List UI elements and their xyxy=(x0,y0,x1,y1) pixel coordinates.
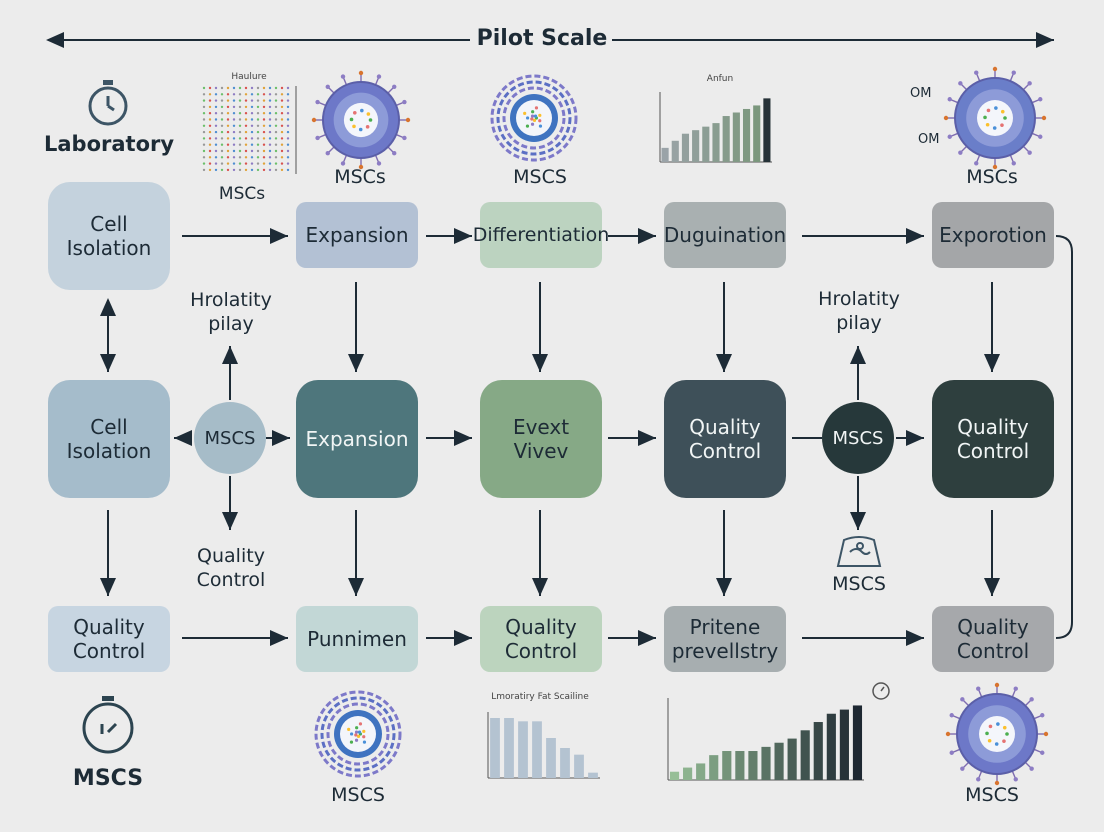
annotation-quality-control-left: Quality Control xyxy=(196,545,266,591)
cell-illustration-5 xyxy=(945,682,1049,786)
node-quality-control-right: Quality Control xyxy=(932,380,1054,498)
annotation-hrolatity-right: Hrolatity pilay xyxy=(818,288,900,334)
bar xyxy=(683,767,693,780)
dots-panel-title: Haulure xyxy=(231,72,267,82)
bar xyxy=(800,730,810,780)
cell-illustration-3 xyxy=(943,66,1047,170)
bottom-bar-chart-2 xyxy=(667,698,864,781)
bar xyxy=(696,763,706,780)
node-pritene-prevellstry: Pritene prevellstry xyxy=(664,606,786,672)
cell-illustration-2 xyxy=(490,74,578,162)
bar xyxy=(546,738,556,778)
bottom-bar-chart-1 xyxy=(487,712,600,779)
bar xyxy=(504,718,514,778)
bar xyxy=(671,140,679,162)
om-label-2: OM xyxy=(918,132,940,147)
bar xyxy=(761,746,771,780)
cell-illustration-1 xyxy=(311,70,411,170)
bar xyxy=(735,751,745,780)
bar xyxy=(574,754,584,778)
bar xyxy=(722,116,730,162)
pilot-scale-title: Pilot Scale xyxy=(476,26,608,51)
bar xyxy=(661,147,669,162)
clock-icon xyxy=(872,682,890,700)
bar xyxy=(742,108,751,162)
bar xyxy=(839,709,849,780)
bottom-left-mscs-label: MSCS xyxy=(72,766,144,791)
hands-icon xyxy=(836,536,882,567)
node-exporotion: Exporotion xyxy=(932,202,1054,268)
hub-mscs-left: MSCS xyxy=(194,402,266,474)
cell-caption-2: MSCS xyxy=(513,166,567,188)
annotation-mscs-right: MSCS xyxy=(832,573,886,595)
cell-illustration-4 xyxy=(314,690,402,778)
dots-panel xyxy=(202,86,297,174)
bar xyxy=(518,721,528,778)
bar xyxy=(532,721,542,778)
cell-caption-1: MSCs xyxy=(334,166,386,188)
bar xyxy=(702,126,710,162)
om-label-1: OM xyxy=(910,86,932,101)
stopwatch-icon xyxy=(88,80,128,126)
bar xyxy=(560,748,570,778)
bar xyxy=(763,98,771,162)
bar xyxy=(490,718,500,778)
bar xyxy=(787,738,797,780)
bar xyxy=(588,772,598,778)
node-punnimen: Punnimen xyxy=(296,606,418,672)
top-bar-chart xyxy=(659,92,772,163)
bar xyxy=(753,105,761,162)
bar xyxy=(709,755,719,780)
node-quality-control-bottom-left: Quality Control xyxy=(48,606,170,672)
top-chart-title: Anfun xyxy=(706,74,734,84)
timer-icon xyxy=(82,696,134,754)
node-expansion-top: Expansion xyxy=(296,202,418,268)
node-cell-isolation-top: Cell Isolation xyxy=(48,182,170,290)
node-quality-control-bottom-center: Quality Control xyxy=(480,606,602,672)
dots-panel-caption: MSCs xyxy=(218,184,266,204)
cell-caption-3: MSCs xyxy=(966,166,1018,188)
annotation-hrolatity-left: Hrolatity pilay xyxy=(190,289,272,335)
cell-caption-4: MSCS xyxy=(331,784,385,806)
bar xyxy=(712,123,720,162)
laboratory-label: Laboratory xyxy=(44,132,175,156)
bar xyxy=(732,112,740,162)
node-quality-control-middle: Quality Control xyxy=(664,380,786,498)
bar xyxy=(681,133,690,162)
node-duguination: Duguination xyxy=(664,202,786,268)
bar xyxy=(774,742,784,780)
bar xyxy=(692,130,700,162)
node-quality-control-bottom-right: Quality Control xyxy=(932,606,1054,672)
node-evext-vivev: Evext Vivev xyxy=(480,380,602,498)
bar xyxy=(669,771,680,780)
bar xyxy=(748,751,758,780)
hub-mscs-right: MSCS xyxy=(822,402,894,474)
node-expansion-middle: Expansion xyxy=(296,380,418,498)
bar xyxy=(722,751,732,780)
node-differentiation: Differentiation xyxy=(473,202,609,268)
bar xyxy=(826,713,836,780)
bar xyxy=(813,722,823,780)
node-cell-isolation-middle: Cell Isolation xyxy=(48,380,170,498)
cell-caption-5: MSCS xyxy=(965,784,1019,806)
bottom-chart-1-title: Lmoratiry Fat Scailine xyxy=(491,692,589,702)
bar xyxy=(852,705,863,780)
